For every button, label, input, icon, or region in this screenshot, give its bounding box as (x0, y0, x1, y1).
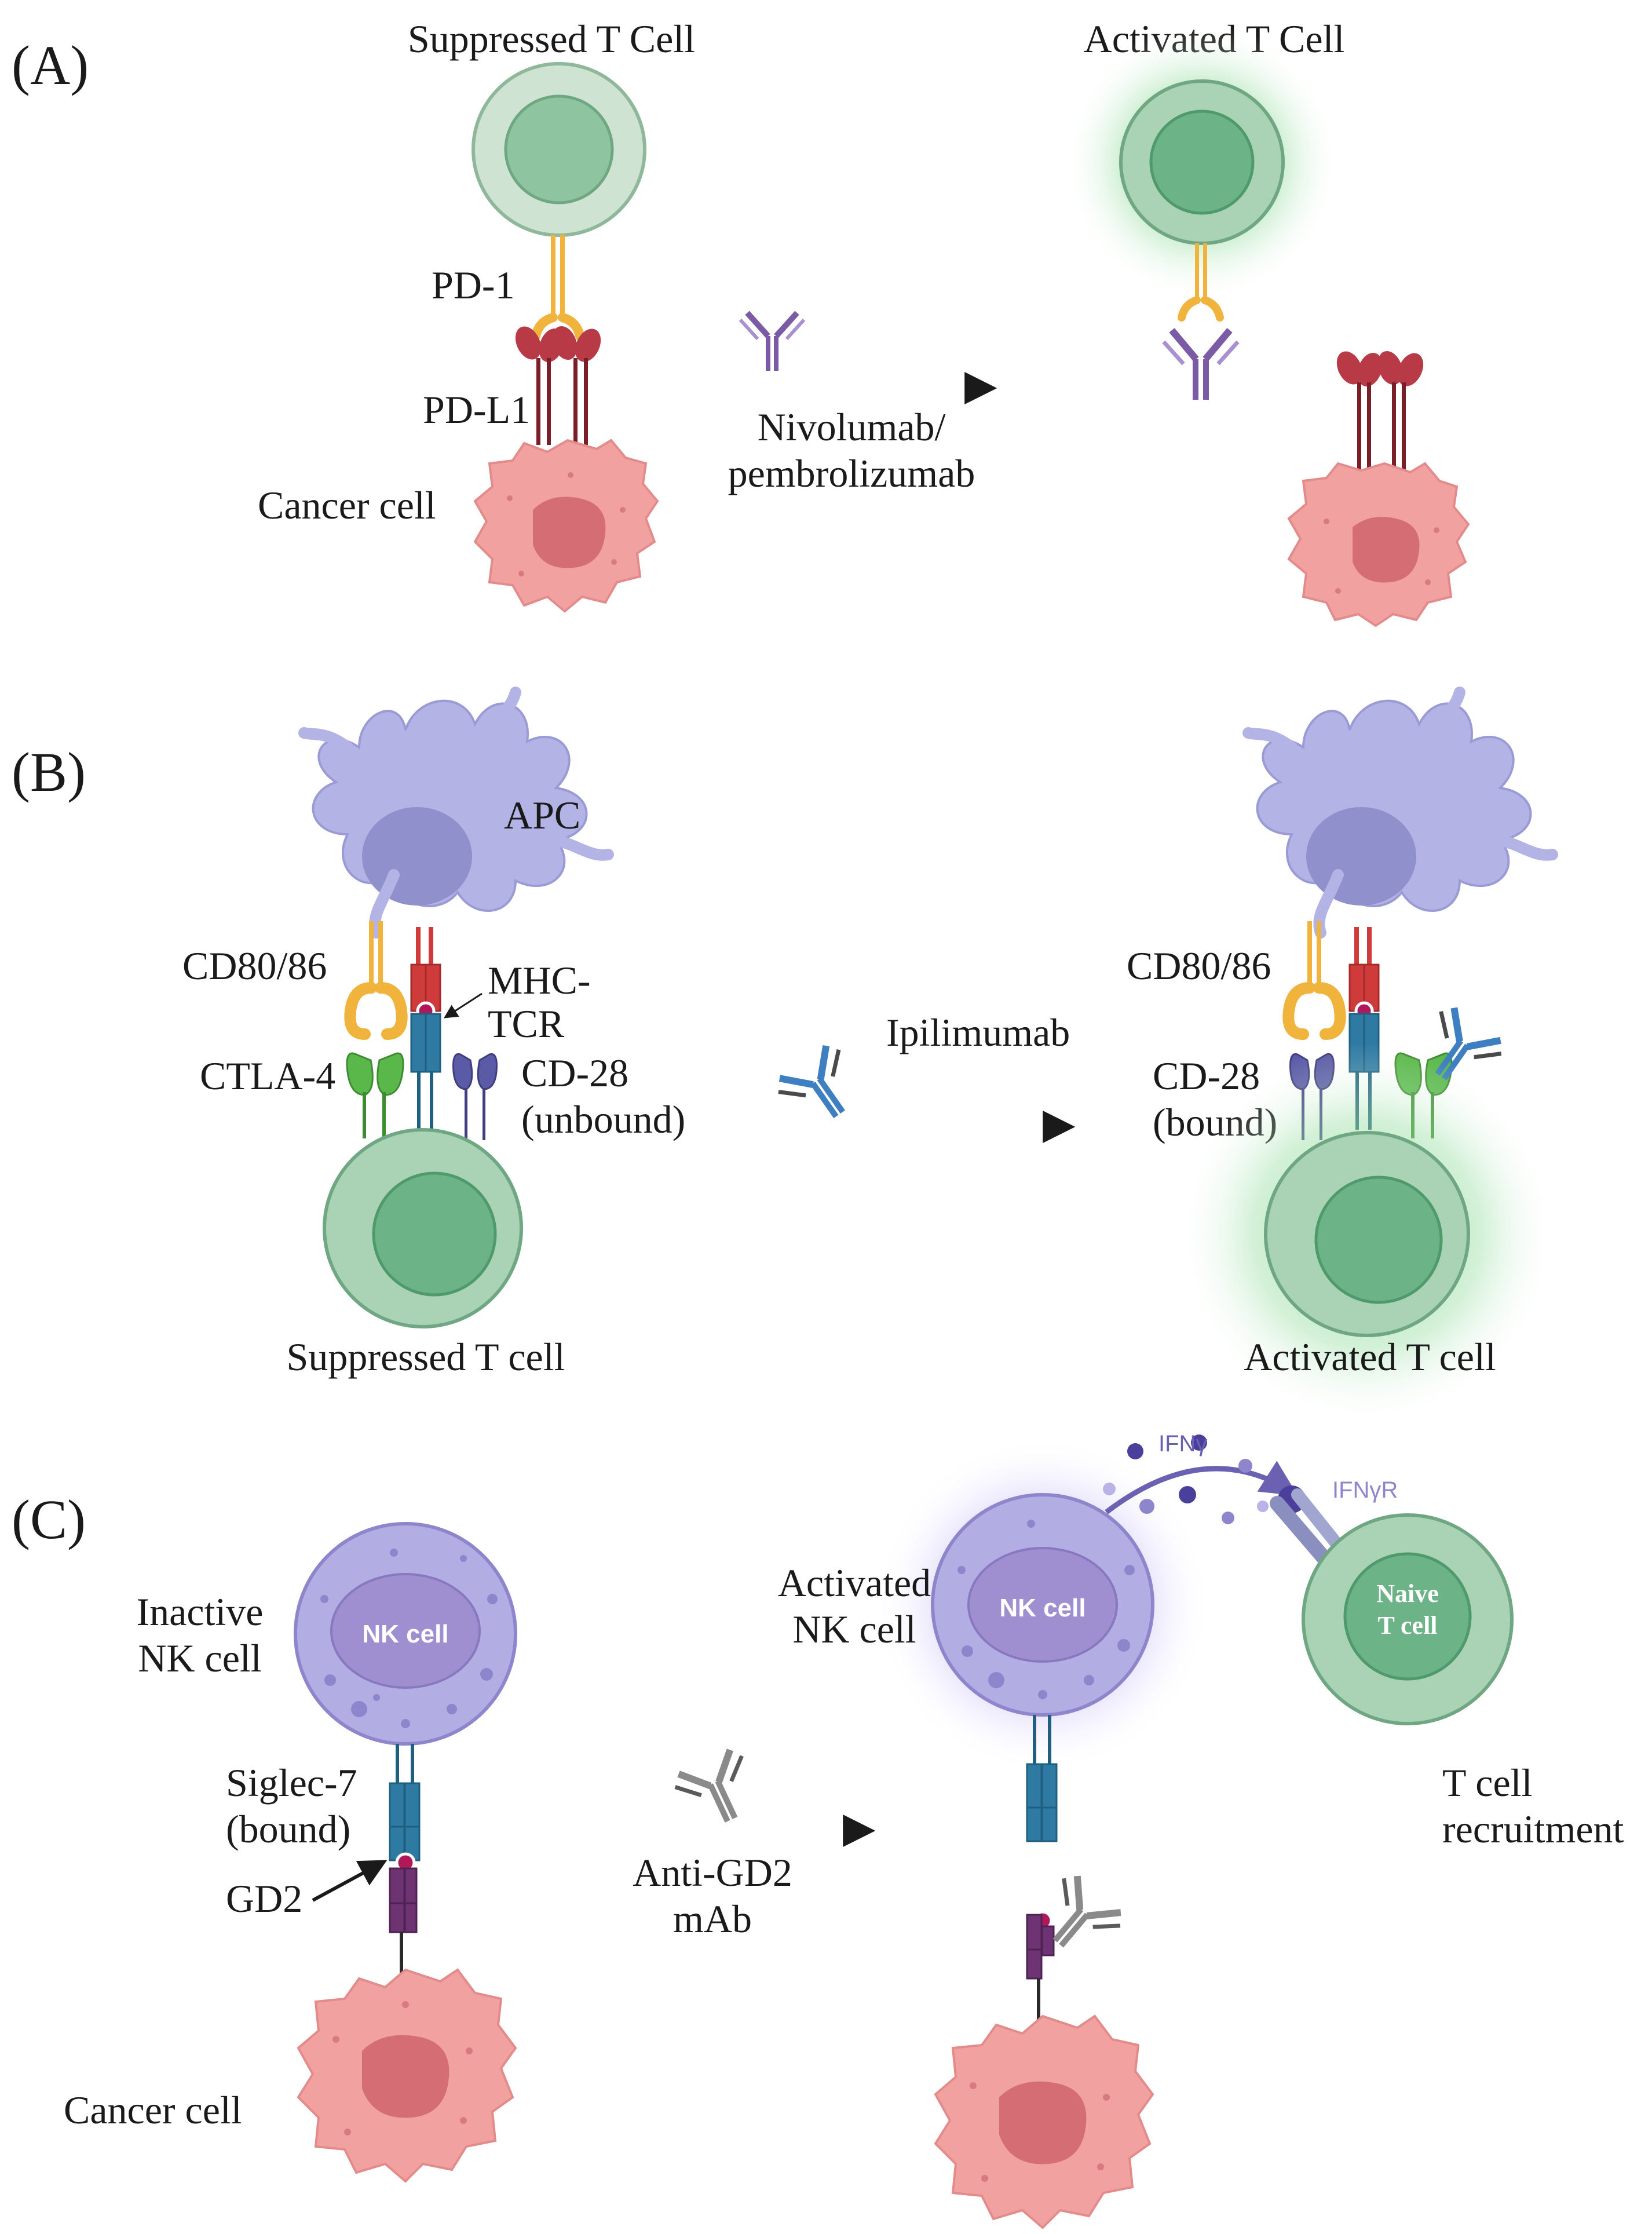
pdl1-free (1336, 351, 1424, 469)
bound-anti-gd2-icon (1052, 1875, 1121, 1948)
activated-nk-label: Activated (778, 1561, 931, 1605)
nivolumab-label: Nivolumab/ (758, 405, 946, 449)
activated-t-cell-a (1119, 79, 1285, 245)
apc-left (298, 687, 614, 939)
cd8086-label-right: CD80/86 (1127, 944, 1271, 988)
inactive-nk-cell (294, 1522, 517, 1746)
naive-t-cell-label: T cell (1377, 1611, 1437, 1640)
suppressed-t-cell (472, 62, 646, 237)
cancer-cell-label-c: Cancer cell (64, 2088, 242, 2132)
nk-cell-label-right: NK cell (999, 1594, 1086, 1622)
mab-label: mAb (673, 1897, 752, 1941)
ipilimumab-label: Ipilimumab (886, 1010, 1070, 1054)
ifngr-label: IFNγR (1332, 1477, 1398, 1503)
ifng-label: IFNγ (1158, 1431, 1207, 1457)
apc-right (1242, 687, 1558, 939)
ctla4-left (346, 1052, 404, 1138)
activated-nk-cell (931, 1493, 1154, 1717)
cancer-cell-label-a: Cancer cell (258, 483, 436, 527)
siglec7-label: Siglec-7 (226, 1761, 357, 1805)
activated-nk-label-2: NK cell (792, 1607, 916, 1651)
naive-t-cell (1302, 1513, 1514, 1725)
panel-b: (B) APC CD80/86 (12, 687, 1558, 1425)
nivolumab-antibody-icon (739, 311, 806, 371)
siglec7-receptor (389, 1744, 421, 1861)
apc-label: APC (504, 793, 580, 837)
tcr-label: TCR (488, 1002, 565, 1046)
gd2-arrow (312, 1860, 388, 1902)
cancer-cell-c-left (297, 1968, 517, 2183)
ipilimumab-antibody-icon (778, 1045, 845, 1119)
ifng-molecules (1103, 1434, 1269, 1524)
cd28-unbound-state: (unbound) (521, 1097, 685, 1141)
ifng-arrow (1105, 1461, 1298, 1514)
cd8086-label-left: CD80/86 (182, 944, 327, 988)
inactive-nk-label-2: NK cell (138, 1636, 261, 1680)
suppressed-t-cell-b (323, 1128, 523, 1328)
inactive-nk-label: Inactive (137, 1590, 264, 1634)
cd8086-right (1282, 921, 1346, 1040)
ctla4-label: CTLA-4 (200, 1054, 335, 1098)
panel-b-tag: (B) (12, 741, 86, 803)
nk-cell-label-left: NK cell (362, 1620, 448, 1648)
siglec7-free (1026, 1715, 1058, 1842)
naive-label: Naive (1376, 1579, 1439, 1608)
gd2-antigen (389, 1852, 418, 1979)
suppressed-t-cell-title: Suppressed T Cell (408, 17, 695, 61)
pd1-label: PD-1 (432, 263, 515, 307)
panel-c: (C) NK cell Inactive NK cell Siglec-7 (b… (12, 1431, 1624, 2229)
activated-t-cell-b (1264, 1131, 1470, 1337)
anti-gd2-antibody-icon (674, 1748, 744, 1823)
mhc-tcr-left (410, 927, 441, 1130)
mhc-arrow (443, 992, 483, 1019)
pd1-receptor (531, 235, 584, 341)
t-cell-recruitment-label-2: recruitment (1442, 1807, 1624, 1851)
panel-c-tag: (C) (12, 1488, 86, 1550)
cancer-cell-a-right (1287, 462, 1470, 627)
activated-t-cell-b-label: Activated T cell (1244, 1335, 1496, 1379)
anti-gd2-label: Anti-GD2 (633, 1850, 792, 1894)
panel-a-tag: (A) (12, 34, 89, 96)
t-cell-recruitment-label: T cell (1442, 1761, 1532, 1805)
cd28-unbound-label: CD-28 (521, 1051, 628, 1095)
pd1-blocked (1178, 243, 1224, 322)
siglec7-state: (bound) (226, 1807, 350, 1851)
mhc-label: MHC- (488, 958, 591, 1002)
gd2-label: GD2 (226, 1877, 302, 1921)
cancer-cell-c-right (934, 2014, 1154, 2229)
cancer-cell-a-left (473, 439, 659, 613)
pdl1-label: PD-L1 (423, 388, 530, 432)
bound-antibody-a-icon (1162, 328, 1240, 400)
pdl1-ligand (515, 326, 601, 445)
cd8086-left (344, 921, 408, 1040)
panel-a: (A) Suppressed T Cell Activated T Cell P… (12, 17, 1470, 627)
suppressed-t-cell-b-label: Suppressed T cell (287, 1335, 565, 1379)
gd2-antigen-free (1026, 1910, 1055, 2025)
cd28-unbound (452, 1053, 498, 1140)
pembrolizumab-label: pembrolizumab (728, 451, 975, 495)
